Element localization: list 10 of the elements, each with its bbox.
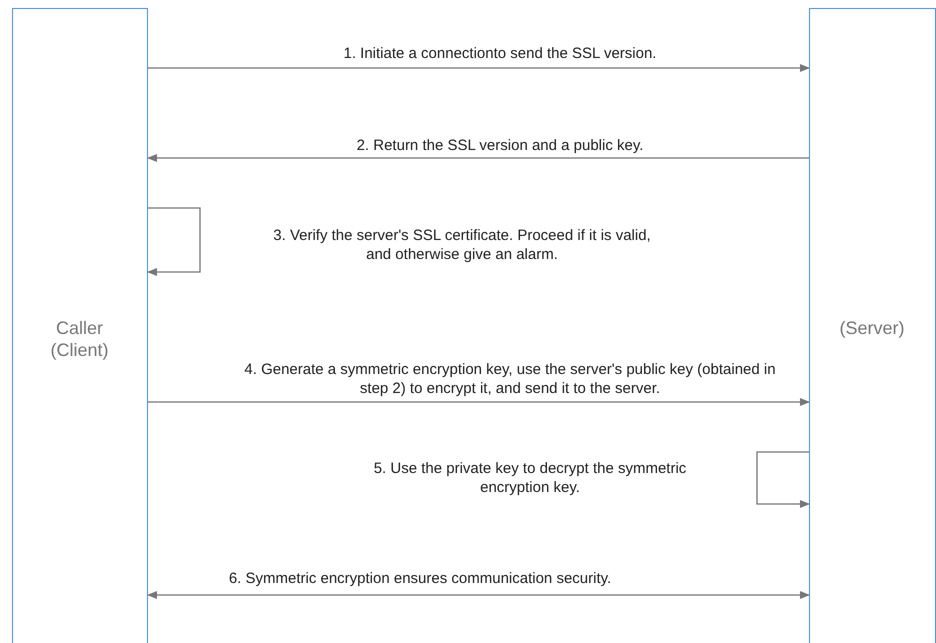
message-arrow xyxy=(148,64,810,72)
participant-label: Caller (Client) xyxy=(49,317,110,361)
self-message-arrow xyxy=(147,207,201,276)
message-arrow xyxy=(147,591,810,599)
message-arrow xyxy=(147,154,809,162)
participant-label: (Server) xyxy=(838,317,906,339)
lifeline-box xyxy=(12,8,148,643)
lifeline-box xyxy=(809,8,936,643)
message-arrow xyxy=(148,398,810,406)
self-message-arrow xyxy=(756,451,810,508)
